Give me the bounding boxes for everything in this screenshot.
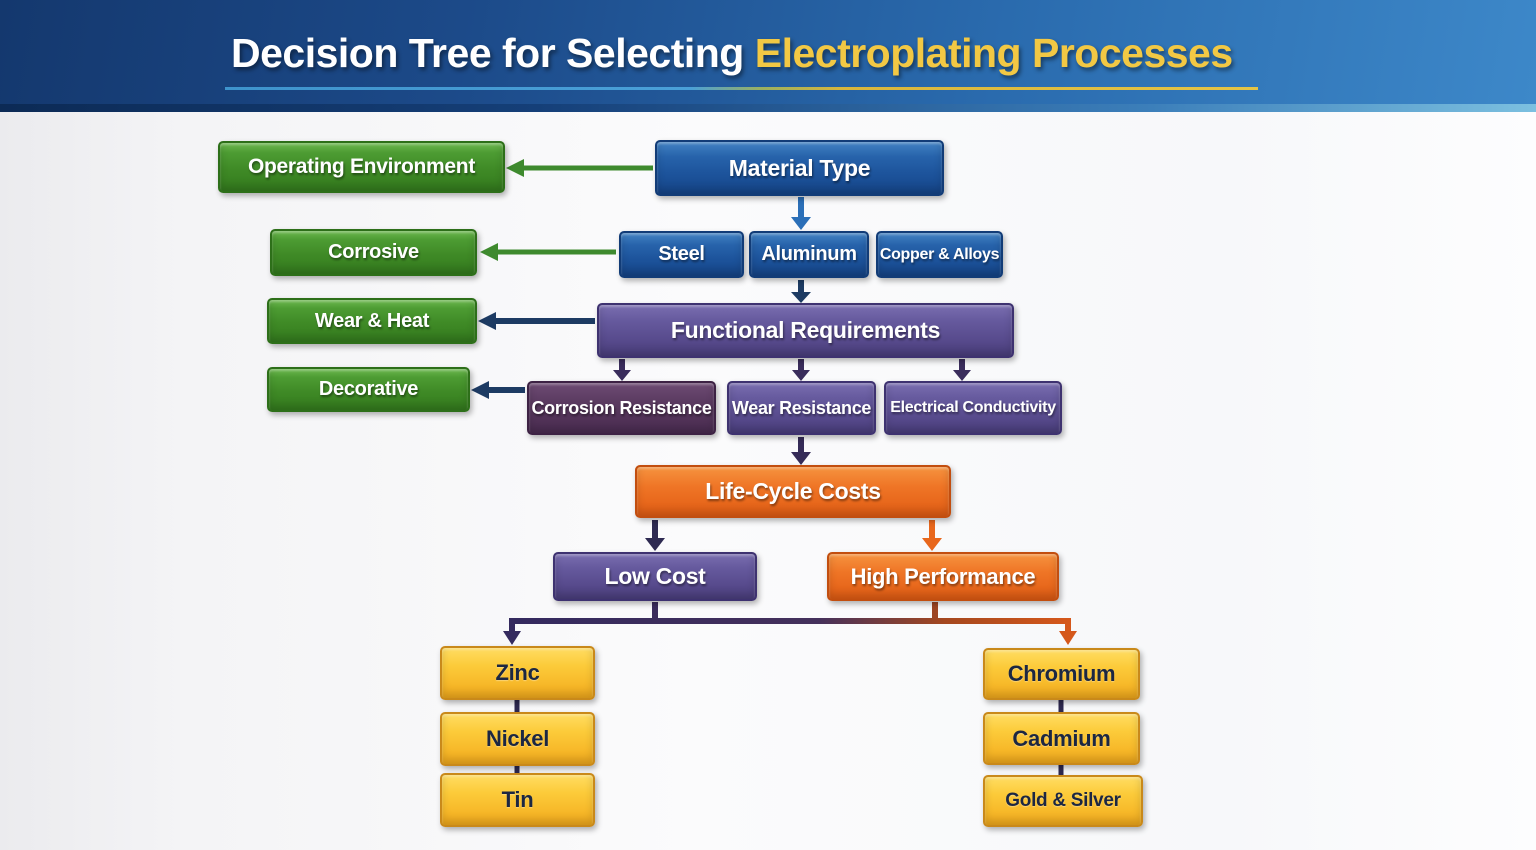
node-nickel: Nickel	[440, 712, 595, 766]
arrow-wearresistance-to-lifecyclecosts	[791, 437, 811, 465]
arrow-lifecyclecosts-to-highperformance	[922, 520, 942, 551]
node-life-cycle-costs: Life-Cycle Costs	[635, 465, 951, 518]
arrow-lifecyclecosts-to-lowcost	[645, 520, 665, 551]
arrow-aluminum-to-functionalrequirements	[791, 280, 811, 303]
arrowhead-to-zinc	[503, 631, 521, 645]
node-tin: Tin	[440, 773, 595, 827]
node-wear-resistance: Wear Resistance	[727, 381, 876, 435]
header-edge-strip	[0, 104, 1536, 112]
header-bar: Decision Tree for Selecting Electroplati…	[0, 0, 1536, 104]
node-decorative: Decorative	[267, 367, 470, 412]
node-zinc: Zinc	[440, 646, 595, 700]
arrowhead-to-chromium	[1059, 631, 1077, 645]
connector-bottom-gradient	[503, 602, 1077, 645]
slide-title-white: Decision Tree for Selecting	[231, 30, 755, 76]
node-material-type: Material Type	[655, 140, 944, 196]
arrow-fr-to-corrosionresistance	[613, 359, 631, 381]
slide-title-yellow: Electroplating Processes	[754, 30, 1233, 76]
node-gold-silver: Gold & Silver	[983, 775, 1143, 827]
gold-column-links	[514, 699, 1064, 777]
node-corrosion-resistance: Corrosion Resistance	[527, 381, 716, 435]
title-underline	[225, 87, 1258, 90]
node-corrosive: Corrosive	[270, 229, 477, 276]
arrow-steel-to-corrosive	[480, 243, 616, 261]
arrow-fr-to-wearresistance	[792, 359, 810, 381]
node-high-performance: High Performance	[827, 552, 1059, 601]
node-low-cost: Low Cost	[553, 552, 757, 601]
arrow-materialtype-to-operatingenvironment	[506, 159, 653, 177]
node-steel: Steel	[619, 231, 744, 278]
arrow-corrosionresistance-to-decorative	[471, 381, 525, 399]
node-operating-environment: Operating Environment	[218, 141, 505, 193]
node-cadmium: Cadmium	[983, 712, 1140, 765]
node-aluminum: Aluminum	[749, 231, 869, 278]
arrow-functionalrequirements-to-wearheat	[478, 312, 595, 330]
node-copper-alloys: Copper & Alloys	[876, 231, 1003, 278]
arrow-materialtype-down	[791, 197, 811, 230]
arrow-fr-to-electricalconductivity	[953, 359, 971, 381]
node-wear-heat: Wear & Heat	[267, 298, 477, 344]
slide-title: Decision Tree for Selecting Electroplati…	[231, 30, 1233, 77]
node-functional-requirements: Functional Requirements	[597, 303, 1014, 358]
node-chromium: Chromium	[983, 648, 1140, 700]
node-electrical-conductivity: Electrical Conductivity	[884, 381, 1062, 435]
